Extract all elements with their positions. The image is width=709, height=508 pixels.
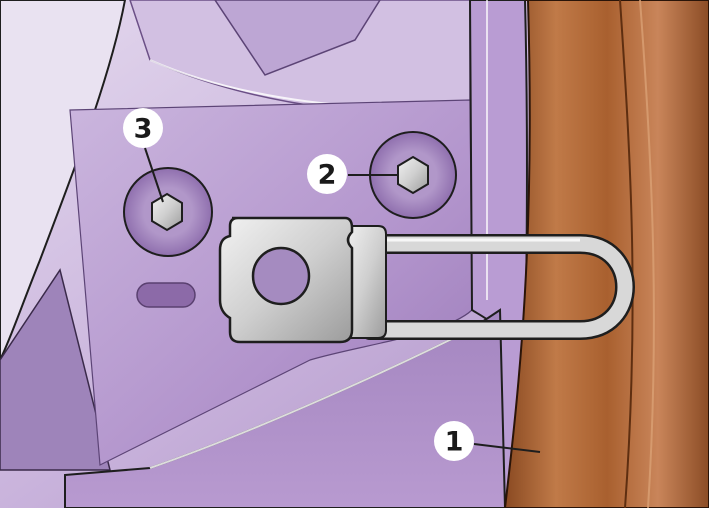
left-body-part <box>0 0 127 361</box>
bracket-tab <box>344 225 387 339</box>
callout-3-label: 3 <box>134 114 153 145</box>
bracket-hole <box>251 246 311 306</box>
hex-bolt-3 <box>151 192 183 232</box>
pipe-highlight <box>639 0 655 508</box>
u-clip-wire <box>362 236 633 338</box>
callout-3-leader <box>144 147 164 203</box>
hex-bolt-2 <box>397 155 429 195</box>
callout-1-leader <box>473 443 541 453</box>
left-lower-recess <box>0 268 111 471</box>
lower-panel-edge <box>149 329 471 469</box>
callout-1-label: 1 <box>445 427 464 458</box>
callout-3-badge <box>123 108 163 148</box>
slot-opening <box>136 282 196 308</box>
callout-1-badge <box>434 421 474 461</box>
pipe-seam-line <box>619 0 634 508</box>
callout-2-badge <box>307 154 347 194</box>
upper-bracket <box>214 0 381 76</box>
callout-2-label: 2 <box>318 160 337 191</box>
